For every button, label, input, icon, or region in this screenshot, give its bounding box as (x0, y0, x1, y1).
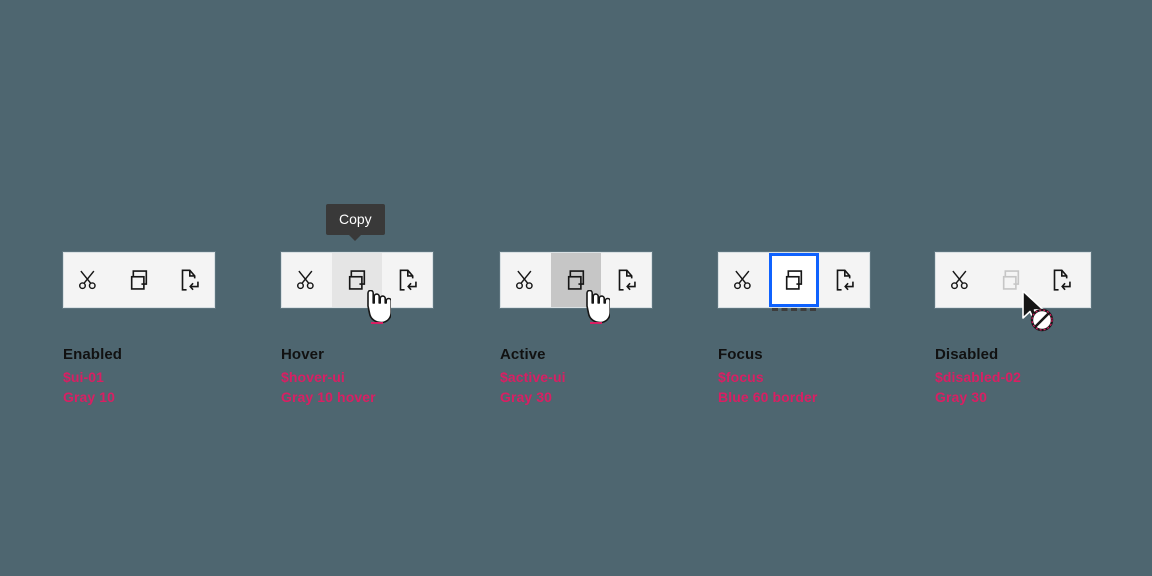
tooltip-label: Copy (339, 211, 372, 227)
scissors-icon (294, 267, 320, 293)
state-column-enabled: Enabled $ui-01 Gray 10 (63, 252, 283, 407)
scissors-icon (948, 267, 974, 293)
state-token: $disabled-02 (935, 369, 1022, 385)
caption-active: Active $active-ui Gray 30 (500, 346, 720, 407)
state-token: $active-ui (500, 369, 566, 385)
toolbar-focus (718, 252, 870, 311)
state-reference: Gray 30 (500, 389, 553, 405)
state-column-hover: Copy (281, 204, 501, 407)
toolbar-enabled (63, 252, 215, 308)
cut-button[interactable] (282, 253, 332, 307)
toolbar-active (500, 252, 652, 308)
copy-button[interactable] (769, 253, 819, 311)
paste-icon (394, 267, 420, 293)
scissors-icon (731, 267, 757, 293)
tooltip-copy: Copy (326, 204, 385, 241)
paste-icon (1048, 267, 1074, 293)
copy-button[interactable] (114, 253, 164, 307)
state-column-active: Active $active-ui Gray 30 (500, 252, 720, 407)
state-title: Disabled (935, 346, 999, 363)
copy-button (986, 253, 1036, 307)
state-reference: Blue 60 border (718, 389, 818, 405)
copy-icon (344, 267, 370, 293)
paste-icon (831, 267, 857, 293)
caption-hover: Hover $hover-ui Gray 10 hover (281, 346, 501, 407)
toolbar-hover: Copy (281, 204, 433, 308)
state-column-disabled: Disabled $disabled-02 Gray 30 (935, 252, 1152, 407)
cut-button[interactable] (501, 253, 551, 307)
focus-underline (772, 305, 816, 311)
paste-button[interactable] (819, 253, 869, 307)
caption-disabled: Disabled $disabled-02 Gray 30 (935, 346, 1152, 407)
state-title: Active (500, 346, 546, 363)
paste-button[interactable] (164, 253, 214, 307)
scissors-icon (76, 267, 102, 293)
copy-button[interactable] (551, 253, 601, 307)
copy-icon (563, 267, 589, 293)
toolbar-disabled (935, 252, 1091, 308)
state-reference: Gray 30 (935, 389, 988, 405)
state-token: $focus (718, 369, 764, 385)
state-reference: Gray 10 hover (281, 389, 376, 405)
copy-icon (126, 267, 152, 293)
cut-button[interactable] (936, 253, 986, 307)
state-column-focus: Focus $focus Blue 60 border (718, 252, 938, 407)
caption-enabled: Enabled $ui-01 Gray 10 (63, 346, 283, 407)
paste-button[interactable] (1036, 253, 1086, 307)
state-title: Enabled (63, 346, 123, 363)
cut-button[interactable] (64, 253, 114, 307)
state-reference: Gray 10 (63, 389, 116, 405)
copy-icon (781, 267, 807, 293)
scissors-icon (513, 267, 539, 293)
paste-icon (176, 267, 202, 293)
paste-icon (613, 267, 639, 293)
paste-button[interactable] (601, 253, 651, 307)
copy-button[interactable] (332, 253, 382, 307)
caption-focus: Focus $focus Blue 60 border (718, 346, 938, 407)
state-token: $hover-ui (281, 369, 345, 385)
state-title: Focus (718, 346, 763, 363)
copy-icon (998, 267, 1024, 293)
paste-button[interactable] (382, 253, 432, 307)
cut-button[interactable] (719, 253, 769, 307)
state-title: Hover (281, 346, 325, 363)
state-token: $ui-01 (63, 369, 105, 385)
